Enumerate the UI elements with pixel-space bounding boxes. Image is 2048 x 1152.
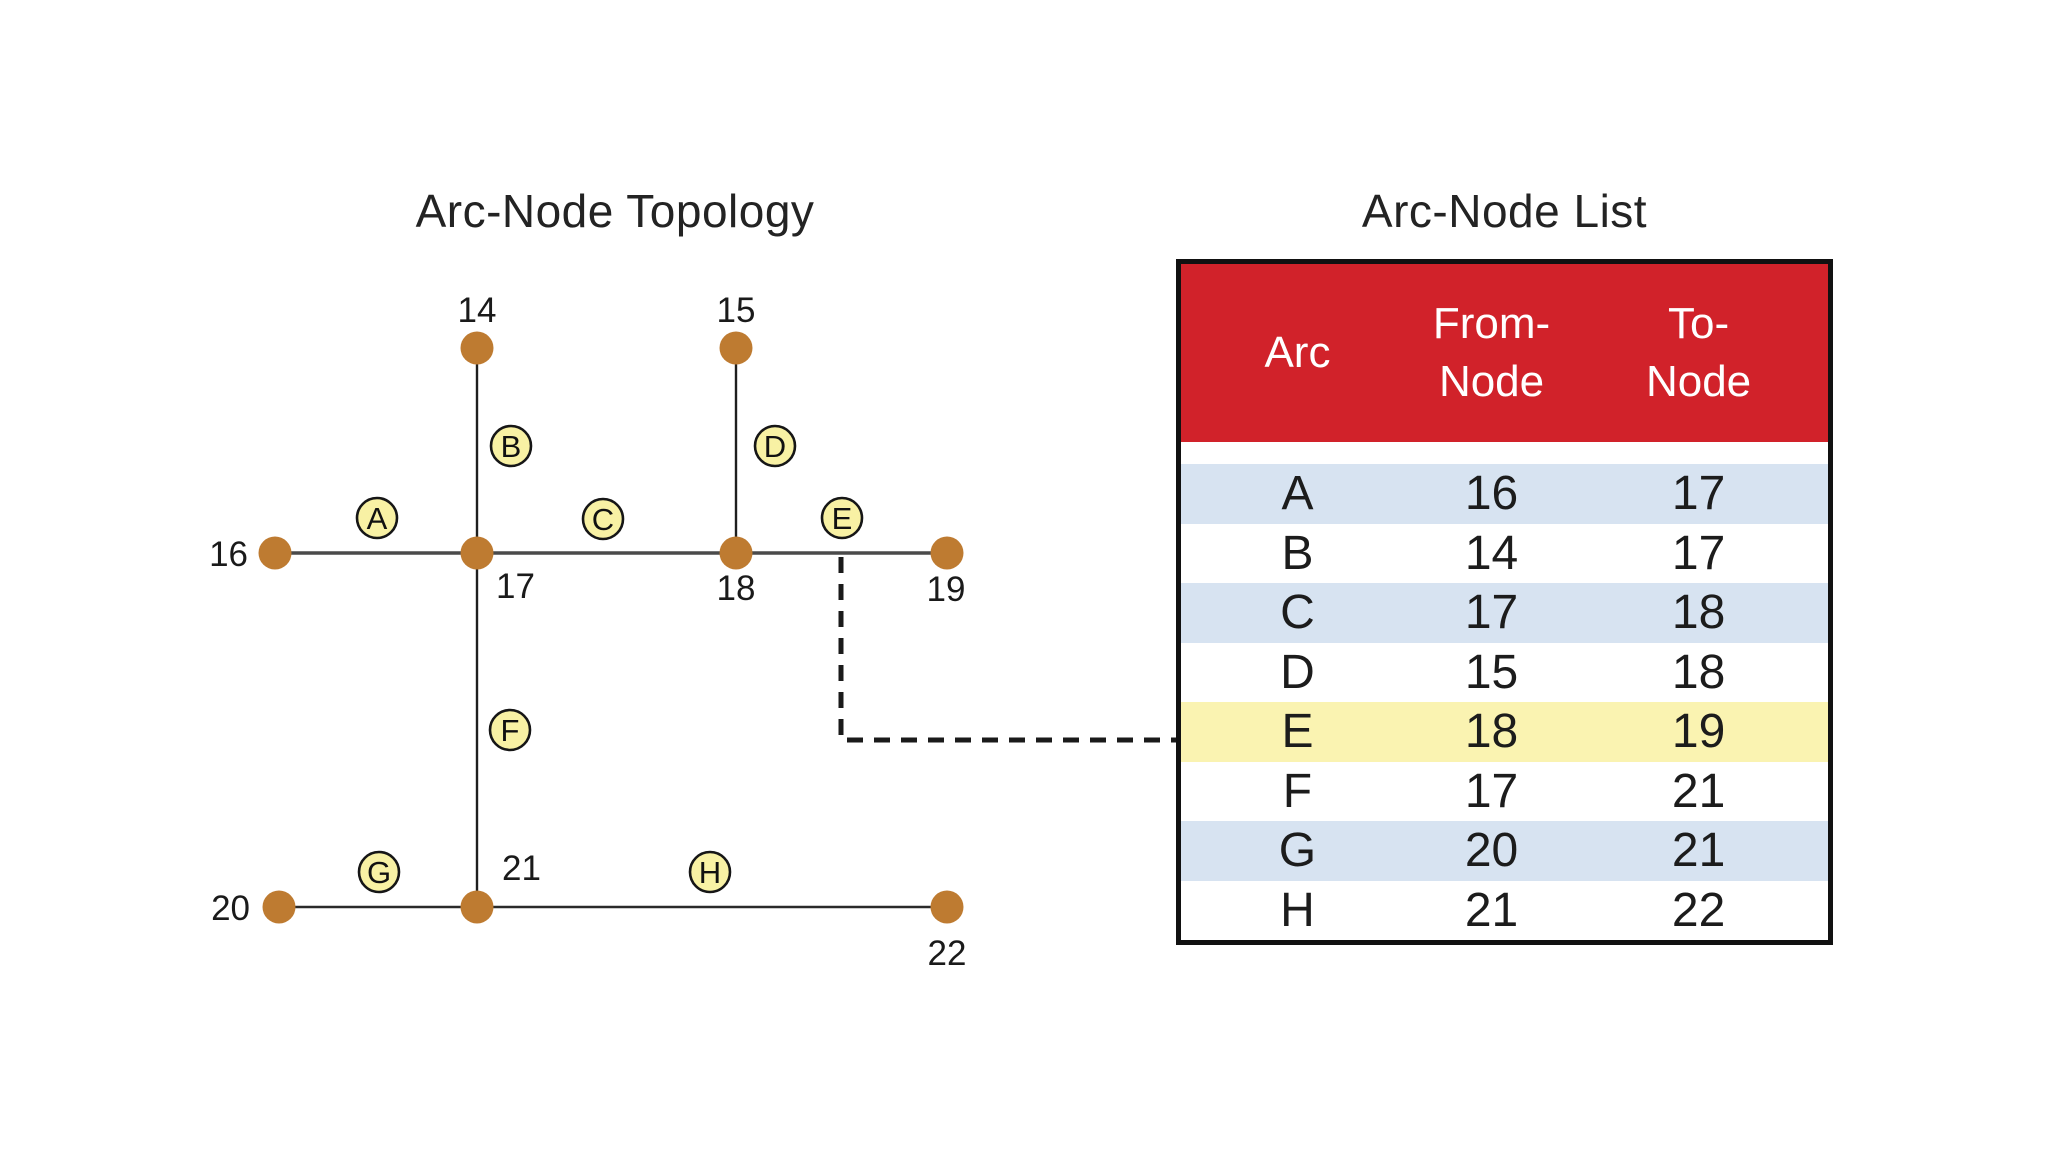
cell-arc: E [1281,705,1314,759]
table-row-d: D 15 18 [1181,642,1828,702]
cell-arc: A [1281,467,1314,521]
arc-circle-e [820,496,864,540]
node-label-21: 21 [502,849,541,888]
arc-letter-a: A [367,501,388,536]
list-title: Arc-Node List [1361,185,1648,237]
cell-arc: G [1278,824,1317,878]
node-label-15: 15 [717,291,756,330]
cell-from-node: 18 [1464,705,1519,759]
table-row-e: E 18 19 [1181,702,1828,762]
arc-letter-f: F [501,713,520,748]
cell-to-node: 17 [1671,526,1726,580]
cell-from-node: 16 [1464,467,1519,521]
cell-arc: B [1281,526,1314,580]
column-header-from: From- Node [1432,298,1551,406]
node-dot-20 [262,890,296,924]
node-dot-19 [930,536,964,570]
node-label-14: 14 [458,291,497,330]
arc-circle-g [357,850,401,894]
node-label-20: 20 [211,889,250,928]
table-row-f: F 17 21 [1181,761,1828,821]
node-dot-22 [930,890,964,924]
node-dot-21 [460,890,494,924]
arc-circle-c [581,497,625,541]
table-row-b: B 14 17 [1181,523,1828,583]
cell-arc: F [1282,764,1313,818]
cell-to-node: 18 [1671,586,1726,640]
cell-from-node: 14 [1464,526,1519,580]
arc-circle-d [753,424,797,468]
node-label-19: 19 [927,570,966,609]
cell-to-node: 18 [1671,645,1726,699]
arc-letter-c: C [592,502,614,537]
node-label-17: 17 [496,567,535,606]
node-label-18: 18 [717,569,756,608]
cell-arc: C [1280,586,1315,640]
table-row-h: H 21 22 [1181,880,1828,940]
table-row-g: G 20 21 [1181,821,1828,881]
cell-from-node: 20 [1464,824,1519,878]
node-label-16: 16 [209,535,248,574]
topology-title: Arc-Node Topology [415,185,815,237]
cell-from-node: 17 [1464,586,1519,640]
node-label-22: 22 [928,934,967,973]
cell-to-node: 22 [1671,883,1726,937]
cell-to-node: 19 [1671,705,1726,759]
cell-to-node: 21 [1671,824,1726,878]
arc-letter-g: G [367,855,391,890]
node-dot-18 [719,536,753,570]
cell-arc: H [1280,883,1315,937]
table-row-a: A 16 17 [1181,464,1828,524]
connector-dashed-line [838,557,1180,743]
cell-from-node: 21 [1464,883,1519,937]
cell-to-node: 17 [1671,467,1726,521]
arc-circle-a [355,496,399,540]
cell-to-node: 21 [1671,764,1726,818]
arc-letter-b: B [501,429,522,464]
cell-from-node: 17 [1464,764,1519,818]
node-dot-15 [719,331,753,365]
node-dot-14 [460,331,494,365]
arc-letter-d: D [764,429,786,464]
arc-circle-h [688,850,732,894]
arc-circle-b [489,424,533,468]
cell-arc: D [1280,645,1315,699]
node-dot-17 [460,536,494,570]
cell-from-node: 15 [1464,645,1519,699]
arc-letter-e: E [832,501,853,536]
node-dot-16 [258,536,292,570]
table-row-c: C 17 18 [1181,583,1828,643]
table-header-row: Arc From- Node To- Node [1181,264,1828,442]
column-header-to: To- Node [1645,298,1752,406]
table-header-spacer [1181,442,1828,464]
arc-letter-h: H [699,855,721,890]
arc-circle-f [488,708,532,752]
column-header-arc: Arc [1264,327,1331,377]
